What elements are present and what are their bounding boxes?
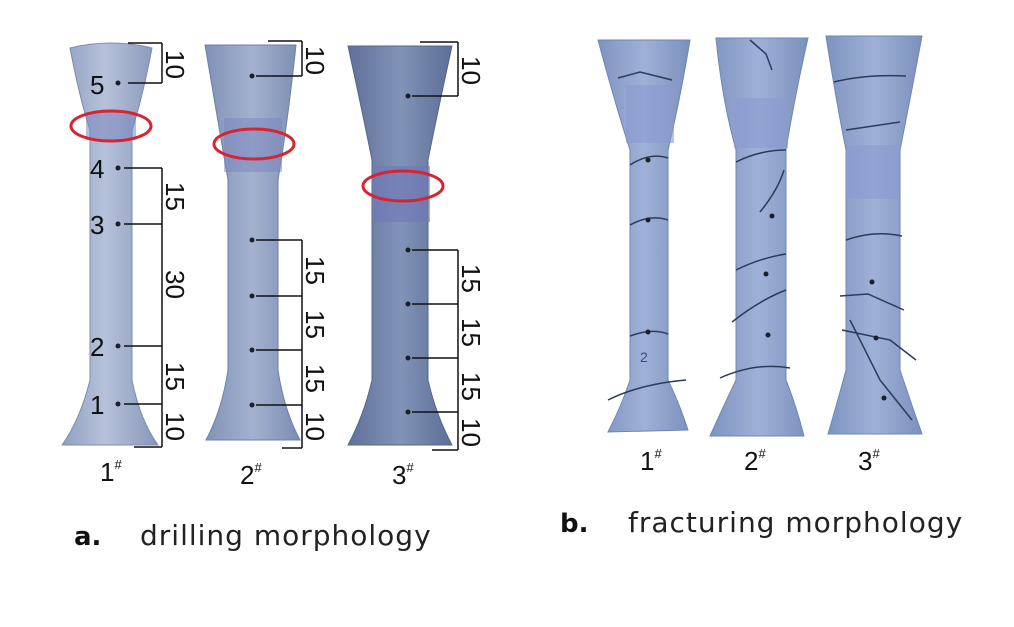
drill-hole	[881, 395, 887, 401]
specimen-a2-body	[204, 44, 301, 441]
specimen-a2-dimension-lines	[256, 40, 303, 449]
specimen-b1-tape	[626, 85, 674, 143]
dimension-label: 10	[300, 412, 330, 441]
dimension-label: 10	[300, 46, 330, 75]
specimen-b1: 2 1#	[597, 39, 691, 476]
drill-hole	[869, 279, 875, 285]
specimen-b2-label: 2#	[744, 446, 766, 476]
panel-b: 2 1# 2#	[560, 35, 963, 539]
dimension-label: 15	[160, 362, 190, 391]
dimension-label: 15	[456, 372, 486, 401]
panel-a-caption-text: drilling morphology	[140, 519, 432, 552]
specimen-b2-tape	[734, 98, 788, 148]
dimension-label: 15	[300, 256, 330, 285]
dimension-label: 10	[160, 50, 190, 79]
specimen-a1-label: 1#	[100, 457, 122, 487]
dimension-label: 10	[160, 412, 190, 441]
specimen-b1-label: 1#	[640, 446, 662, 476]
drill-hole	[645, 329, 651, 335]
drill-hole	[115, 401, 121, 407]
panel-b-caption: b. fracturing morphology	[560, 506, 963, 539]
dimension-label: 10	[456, 418, 486, 447]
drill-hole	[405, 355, 411, 361]
specimen-a2-dimensions: 10 15 15 15 10	[300, 46, 330, 441]
drill-hole	[873, 335, 879, 341]
specimen-b1-sample-mark: 2	[640, 349, 648, 365]
dimension-label: 15	[300, 310, 330, 339]
dimension-label: 15	[160, 182, 190, 211]
drill-hole	[645, 157, 651, 163]
drill-hole	[645, 217, 651, 223]
panel-a-caption: a. drilling morphology	[74, 519, 432, 552]
drill-hole	[115, 343, 121, 349]
specimen-a1: 5 4 3 2 1 10 15 30 15	[61, 42, 190, 487]
specimen-a1-point-labels: 5 4 3 2 1	[90, 70, 104, 420]
drill-hole	[249, 237, 255, 243]
specimen-b3-drill-points	[869, 279, 887, 401]
point-label-1: 1	[90, 390, 104, 420]
specimen-a1-tape	[86, 112, 136, 140]
drill-hole	[405, 247, 411, 253]
specimen-a1-dimension-lines	[124, 42, 163, 448]
specimen-a3-highlight-ring	[361, 169, 445, 203]
point-label-2: 2	[90, 332, 104, 362]
specimen-a3-label: 3#	[392, 460, 414, 490]
specimen-a1-highlight-ring	[69, 109, 153, 143]
specimen-b3-body	[825, 35, 923, 435]
specimen-b3-label: 3#	[858, 446, 880, 476]
specimen-b3-cracks	[833, 74, 917, 421]
point-label-5: 5	[90, 70, 104, 100]
dimension-label: 15	[456, 264, 486, 293]
specimen-b2-cracks	[719, 39, 791, 379]
specimen-a2-label: 2#	[240, 460, 262, 490]
panel-a-caption-letter: a.	[74, 522, 101, 552]
specimen-a3-body	[347, 45, 453, 446]
specimen-a2-tape	[224, 118, 282, 172]
drill-hole	[249, 402, 255, 408]
specimen-a1-drill-points	[115, 80, 121, 407]
dimension-label: 15	[300, 364, 330, 393]
specimen-a1-dimensions: 10 15 30 15 10	[160, 50, 190, 441]
specimen-a3: 10 15 15 15 10 3#	[347, 41, 486, 490]
specimen-a1-body	[61, 42, 159, 446]
specimen-b2-drill-points	[763, 213, 775, 338]
drill-hole	[405, 93, 411, 99]
panel-b-caption-text: fracturing morphology	[628, 506, 963, 539]
point-label-3: 3	[90, 210, 104, 240]
point-label-4: 4	[90, 154, 104, 184]
drill-hole	[405, 301, 411, 307]
drill-hole	[249, 293, 255, 299]
dimension-label: 10	[456, 56, 486, 85]
specimen-a2-highlight-ring	[212, 127, 296, 161]
dimension-label: 15	[456, 318, 486, 347]
specimen-b2: 2#	[709, 37, 809, 476]
specimen-a3-drill-points	[405, 93, 411, 415]
drill-hole	[115, 221, 121, 227]
specimen-a3-tape	[372, 166, 430, 222]
drill-hole	[249, 73, 255, 79]
specimen-b3: 3#	[825, 35, 923, 476]
drill-hole	[115, 80, 121, 86]
panel-b-caption-letter: b.	[560, 509, 589, 539]
drill-hole	[115, 165, 121, 171]
specimen-a3-dimensions: 10 15 15 15 10	[456, 56, 486, 447]
specimen-a2-drill-points	[249, 73, 255, 408]
specimen-b1-drill-points	[645, 157, 651, 335]
drill-hole	[765, 332, 771, 338]
drill-hole	[249, 347, 255, 353]
specimen-a2: 10 15 15 15 10 2#	[204, 40, 330, 490]
panel-a: 5 4 3 2 1 10 15 30 15	[61, 40, 486, 552]
drill-hole	[763, 271, 769, 277]
drill-hole	[405, 409, 411, 415]
dimension-label: 30	[160, 270, 190, 299]
drill-hole	[769, 213, 775, 219]
specimen-b3-tape	[846, 145, 898, 199]
specimen-a3-dimension-lines	[412, 41, 459, 451]
